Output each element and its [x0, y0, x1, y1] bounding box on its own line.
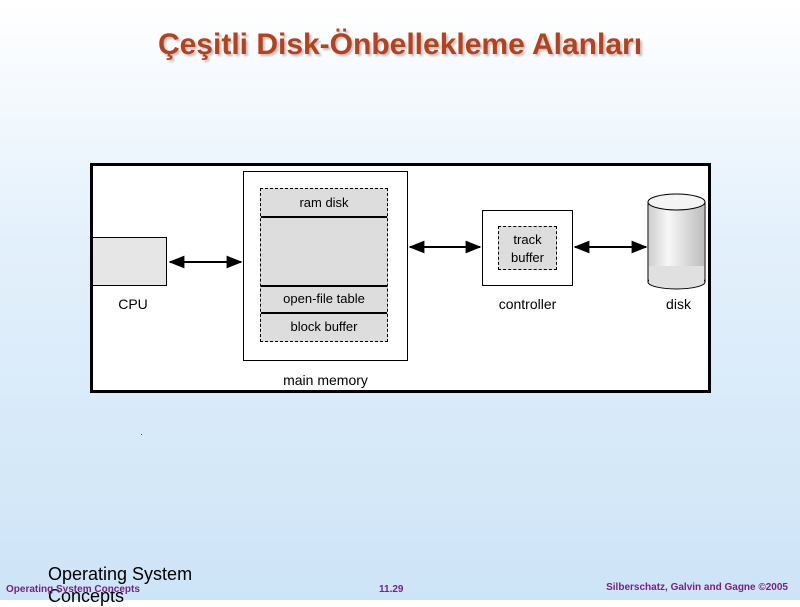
segment-divider [261, 285, 387, 287]
segment-divider [261, 312, 387, 314]
disk-caching-diagram: CPU ram disk open-file table block buffe… [90, 163, 711, 393]
stray-dot [141, 434, 142, 435]
page-number: 11.29 [379, 584, 404, 595]
disk-label: disk [666, 296, 691, 312]
cpu-box [93, 237, 167, 286]
track-buffer: track buffer [498, 226, 557, 270]
diagram-graphics [168, 193, 706, 290]
memory-segments: ram disk open-file table block buffer [260, 188, 388, 342]
open-file-table-segment: open-file table [283, 291, 365, 306]
controller-label: controller [498, 296, 557, 312]
slide-title: Çeşitli Disk-Önbellekleme Alanları [157, 28, 643, 61]
ram-disk-segment: ram disk [299, 195, 349, 210]
footer-left: Operating System Concepts [6, 584, 140, 595]
track-buffer-line2: buffer [510, 250, 544, 265]
cpu-label: CPU [118, 296, 148, 312]
main-memory-label: main memory [283, 372, 368, 388]
segment-divider [261, 216, 387, 218]
track-buffer-line1: track [513, 232, 542, 247]
footer-credit: Silberschatz, Galvin and Gagne ©2005 [606, 582, 788, 593]
disk-cylinder [647, 193, 706, 290]
block-buffer-segment: block buffer [290, 319, 358, 334]
empty-segment [261, 220, 387, 282]
